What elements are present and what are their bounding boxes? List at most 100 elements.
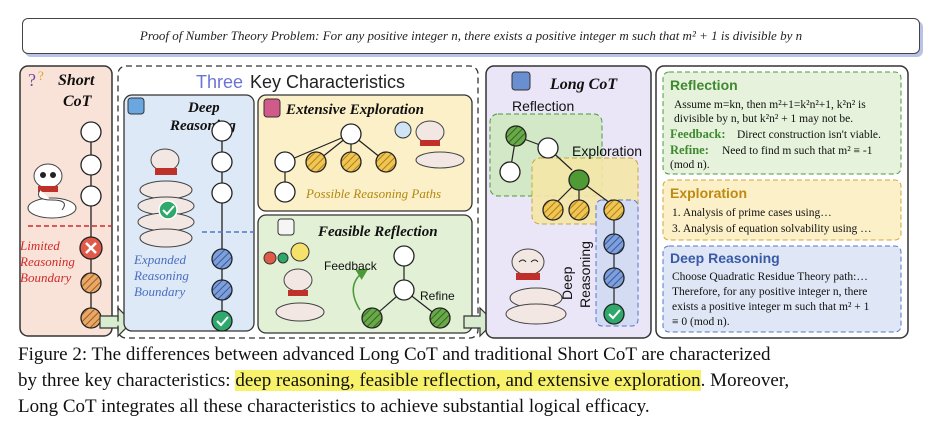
- long-cot-title: Long CoT: [549, 76, 618, 93]
- long-node-1: [505, 125, 527, 147]
- deep-check-icon: [211, 310, 233, 332]
- three-key-panel: Three Key Characteristics Deep Reasoning: [117, 65, 479, 339]
- explore-node-5: [274, 181, 296, 203]
- short-cot-panel: ? ? Short CoT Limited Reasoning Boundary: [19, 65, 113, 337]
- explorer-icon: [263, 98, 281, 118]
- feedback-label: Feedback: [324, 259, 378, 273]
- caption-part-3: . Moreover,: [700, 370, 790, 391]
- extensive-exploration-card: Extensive Exploration Possible Reasoning…: [257, 94, 473, 212]
- explore-node-1: [274, 151, 296, 173]
- lightbulb-icon: [290, 242, 310, 262]
- long-node-2: [537, 137, 559, 159]
- reflect-node-4: [429, 307, 451, 329]
- explore-node-2: [305, 151, 327, 173]
- reflect-node-1: [393, 245, 415, 267]
- refine-key: Refine:: [670, 143, 709, 157]
- deep-node-2: [211, 151, 233, 173]
- limit-label-2: Reasoning: [19, 254, 75, 269]
- extensive-title: Extensive Exploration: [285, 102, 424, 118]
- long-node-7: [603, 199, 625, 221]
- long-node-9: [603, 267, 625, 289]
- deep-line-2: Therefore, for any positive integer n, t…: [672, 286, 867, 298]
- paths-label: Possible Reasoning Paths: [305, 186, 441, 201]
- long-node-6: [568, 199, 590, 221]
- problem-statement: Proof of Number Theory Problem: For any …: [22, 18, 920, 54]
- key-characteristics-title: Key Characteristics: [250, 72, 405, 92]
- expanded-label-3: Boundary: [134, 284, 186, 299]
- reflection-title: Reflection: [670, 77, 738, 93]
- limit-label-1: Limited: [19, 238, 60, 253]
- checklist-icon: [277, 218, 295, 236]
- exploration-item-1: 1. Analysis of prime cases using…: [672, 207, 832, 219]
- caption-part-2: by three key characteristics:: [18, 370, 236, 391]
- feasible-reflection-card: Feasible Reflection Feedback Refine: [257, 214, 473, 334]
- problem-text: Proof of Number Theory Problem: For any …: [139, 28, 803, 43]
- feedback-key: Feedback:: [670, 127, 726, 141]
- long-check-icon: [603, 303, 625, 325]
- long-deep-label-2: Reasoning: [577, 241, 593, 308]
- figure-caption: Figure 2: The differences between advanc…: [18, 342, 928, 420]
- deep-reasoning-card: Deep Reasoning Expanded Re: [123, 94, 255, 332]
- short-node-4: [80, 272, 102, 294]
- long-reflection-label: Reflection: [512, 98, 574, 114]
- right-text-panel: Reflection Assume m=kn, then m²+1=k²n²+1…: [655, 65, 909, 339]
- expanded-label-1: Expanded: [133, 252, 186, 267]
- question-icon-2: ?: [38, 68, 44, 83]
- graduate-icon: [127, 97, 145, 115]
- long-cot-panel: Long CoT Reflection Exploration Deep Rea…: [485, 65, 652, 339]
- caption-line-3: Long CoT integrates all these characteri…: [18, 396, 650, 417]
- reflection-text-box: Reflection Assume m=kn, then m²+1=k²n²+1…: [662, 71, 902, 175]
- explore-root: [340, 123, 362, 145]
- reflection-line-2: divisible by n, but k²n² + 1 may not be.: [674, 113, 853, 125]
- caption-line-2: by three key characteristics: deep reaso…: [18, 368, 928, 394]
- deep-node-5: [211, 279, 233, 301]
- reflect-node-3: [361, 307, 383, 329]
- deep-line-4: ≡ 0 (mod n).: [672, 316, 730, 328]
- snake-mascot-coiled: [137, 148, 195, 248]
- snake-mascot-magnifier: [394, 120, 465, 169]
- refine-text: Need to find m such that m² ≡ -1: [722, 145, 873, 157]
- explore-node-3: [340, 151, 362, 173]
- reflect-node-2: [393, 279, 415, 301]
- caption-highlight: deep reasoning, feasible reflection, and…: [235, 370, 701, 391]
- deep-reasoning-title: Deep Reasoning: [670, 250, 780, 266]
- question-icon: ?: [28, 70, 36, 90]
- long-deep-label-1: Deep: [559, 266, 575, 300]
- long-node-4: [568, 169, 590, 191]
- caption-line-1: Figure 2: The differences between advanc…: [18, 344, 771, 365]
- long-node-5: [542, 199, 564, 221]
- puzzle-icon: [511, 71, 531, 91]
- exploration-item-2: 3. Analysis of equation solvability usin…: [672, 223, 872, 235]
- three-word: Three: [196, 72, 243, 92]
- expanded-label-2: Reasoning: [133, 268, 189, 283]
- wrong-icon: [263, 251, 277, 265]
- feasible-title: Feasible Reflection: [317, 224, 438, 240]
- deep-title-1: Deep: [187, 100, 220, 116]
- exploration-title: Exploration: [670, 185, 747, 201]
- feedback-text: Direct construction isn't viable.: [737, 129, 881, 141]
- snake-mascot-happy: [505, 248, 567, 325]
- snake-mascot-confused: [27, 163, 77, 219]
- deep-node-3: [211, 182, 233, 204]
- long-node-3: [499, 161, 521, 183]
- short-node-3: [80, 185, 102, 207]
- snake-mascot-idea: [275, 268, 325, 322]
- right-icon: [277, 252, 289, 264]
- refine-text-2: (mod n).: [670, 159, 710, 171]
- short-node-5: [80, 307, 102, 329]
- deep-region: [595, 199, 639, 327]
- limit-label-3: Boundary: [20, 270, 72, 285]
- deep-node-1: [211, 120, 233, 142]
- deep-line-3: exists a positive integer m such that m²…: [672, 301, 870, 313]
- long-node-8: [603, 233, 625, 255]
- refine-label: Refine: [420, 289, 455, 303]
- short-node-2: [80, 154, 102, 176]
- explore-node-4: [375, 151, 397, 173]
- deep-line-1: Choose Quadratic Residue Theory path:…: [672, 271, 868, 283]
- cot-diagram: ? ? Short CoT Limited Reasoning Boundary…: [19, 65, 909, 339]
- long-exploration-label: Exploration: [572, 143, 642, 159]
- deep-node-4: [211, 248, 233, 270]
- short-cot-title-1: Short: [58, 72, 95, 89]
- deep-reasoning-text-box: Deep Reasoning Choose Quadratic Residue …: [662, 245, 902, 333]
- reflection-line-1: Assume m=kn, then m²+1=k²n²+1, k²n² is: [674, 99, 866, 111]
